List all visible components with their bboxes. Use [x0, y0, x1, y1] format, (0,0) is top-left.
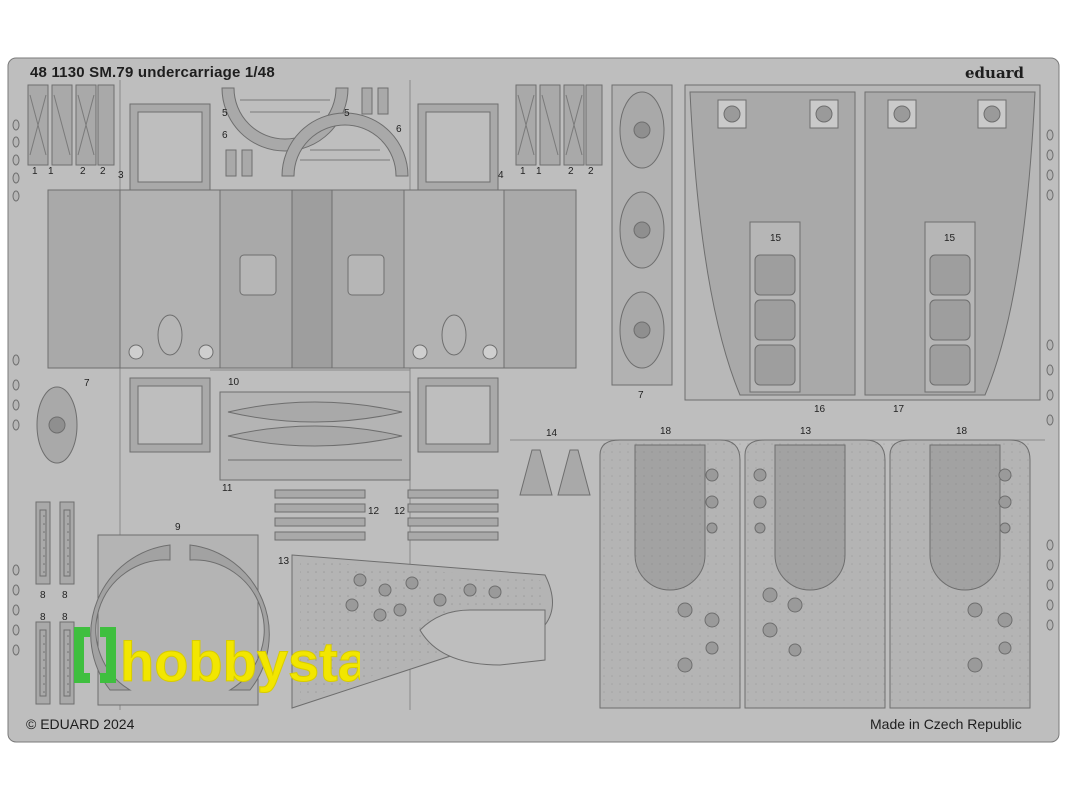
copyright-text: © EDUARD 2024: [26, 716, 135, 732]
part-number: 8: [40, 590, 46, 601]
part-number: 5: [344, 108, 350, 119]
door-frames: [129, 103, 499, 453]
part-number: 11: [222, 483, 233, 494]
part-number: 9: [175, 522, 181, 533]
part-number: 2: [80, 166, 86, 177]
part-5-arches: [221, 87, 409, 177]
part-number: 13: [800, 426, 812, 437]
part-number: 10: [228, 377, 240, 388]
part-number: 6: [222, 130, 228, 141]
part-number: 8: [40, 612, 46, 623]
part-number: 2: [568, 166, 574, 177]
part-16-17: [684, 84, 1041, 401]
part-number: 7: [84, 378, 90, 389]
part-number: 4: [498, 170, 504, 181]
part-number: 15: [944, 233, 956, 244]
part-number: 13: [278, 556, 290, 567]
part-8: [35, 501, 75, 705]
part-10-11: [219, 391, 411, 481]
part-number: 8: [62, 612, 68, 623]
part-13-18-doors: [599, 439, 1031, 709]
part-15: [749, 221, 976, 393]
part-number: 17: [893, 404, 905, 415]
part-number: 12: [368, 506, 380, 517]
main-doors-row: [47, 189, 577, 369]
part-12: [274, 489, 499, 541]
edge-drops: [12, 119, 1054, 656]
part-number: 2: [588, 166, 594, 177]
part-9: [90, 534, 270, 706]
part-7-column: [36, 84, 673, 464]
part-number: 1: [520, 166, 526, 177]
part-number: 5: [222, 108, 228, 119]
fret-title: 48 1130 SM.79 undercarriage 1/48: [30, 64, 275, 81]
part-number: 1: [536, 166, 542, 177]
part-number: 12: [394, 506, 406, 517]
part-number: 15: [770, 233, 782, 244]
part-number: 18: [660, 426, 672, 437]
origin-text: Made in Czech Republic: [870, 716, 1022, 732]
hobbysta-watermark: hobbysta.pl: [74, 627, 360, 694]
part-6: [225, 87, 389, 177]
part-14: [519, 449, 591, 496]
brand-logo: eduard: [965, 64, 1025, 82]
part-number: 16: [814, 404, 826, 415]
part-number: 14: [546, 428, 558, 439]
part-number: 1: [48, 166, 54, 177]
part-number: 8: [62, 590, 68, 601]
part-number: 6: [396, 124, 402, 135]
part-13-panel: [291, 554, 553, 709]
part-number: 3: [118, 170, 124, 181]
watermark-text: hobbysta.pl: [120, 630, 360, 693]
part-number: 7: [638, 390, 644, 401]
part-1-2-left: [27, 84, 115, 166]
part-number: 18: [956, 426, 968, 437]
part-number: 1: [32, 166, 38, 177]
part-1-2-right: [515, 84, 603, 166]
part-number: 2: [100, 166, 106, 177]
